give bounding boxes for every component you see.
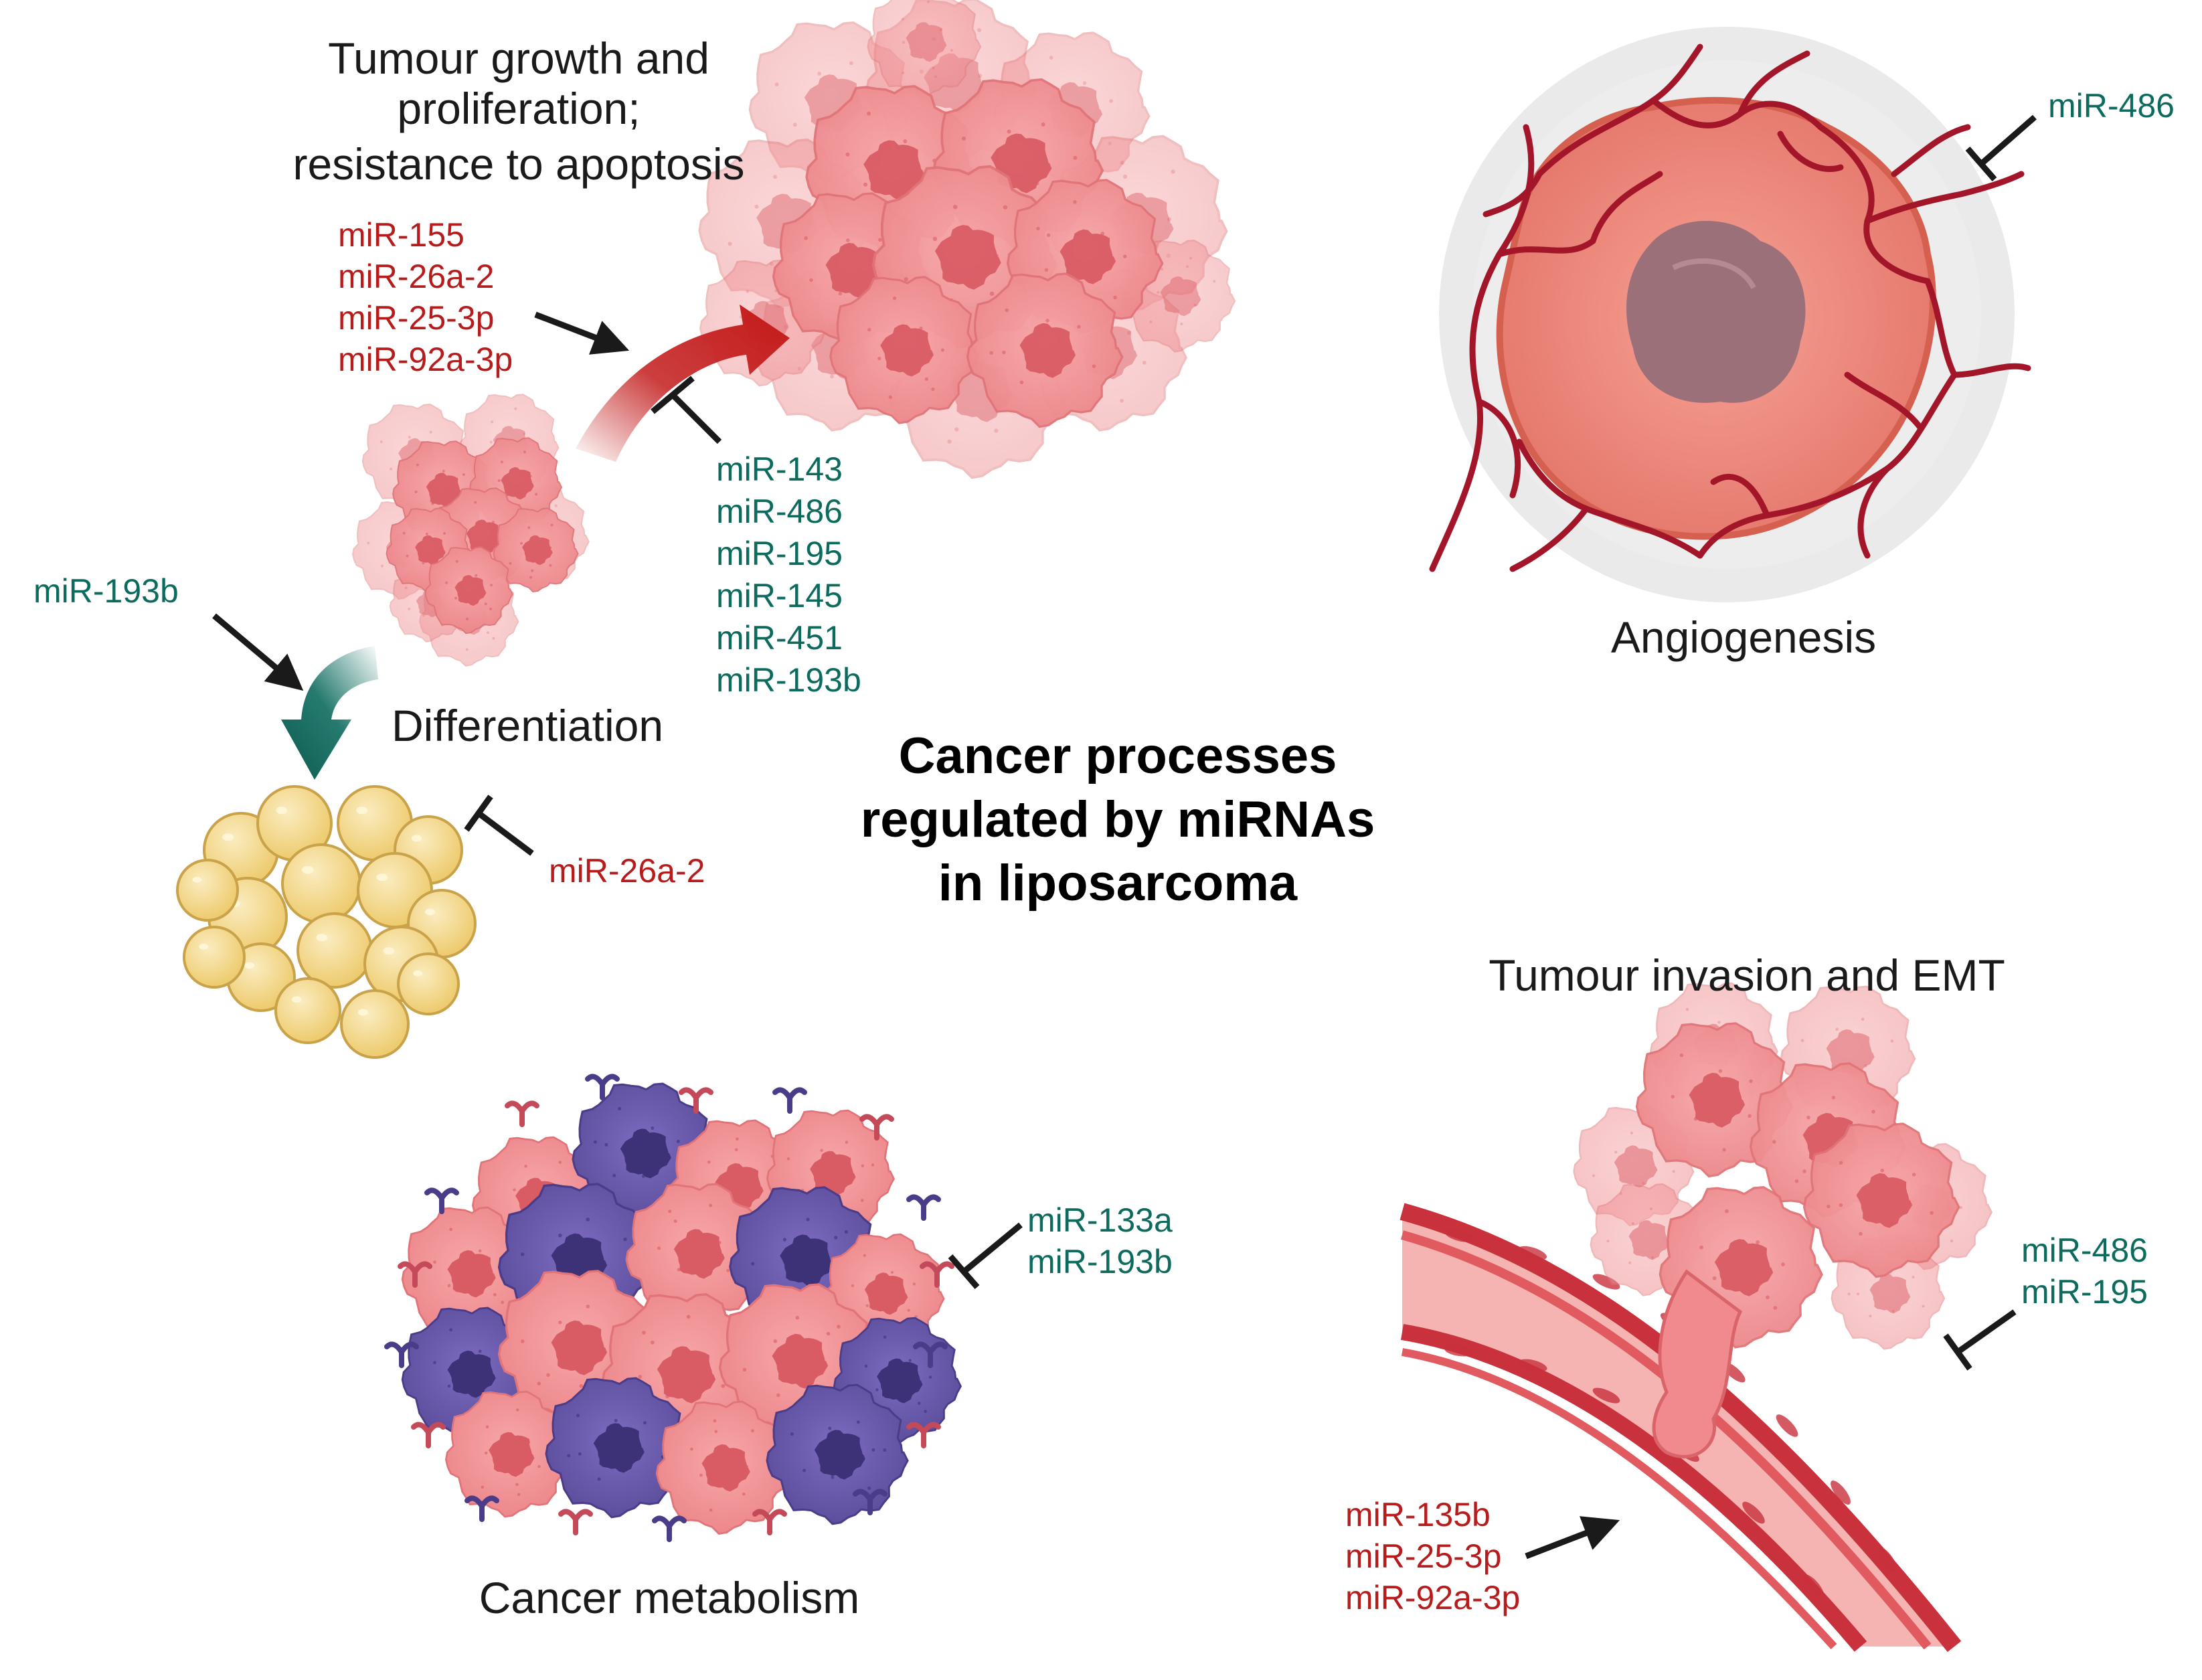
metabolism-inhibiting-mirna-list: miR-133a miR-193b — [1027, 1201, 1173, 1280]
mirna-label: miR-92a-3p — [1345, 1579, 1520, 1616]
mirna-label: miR-193b — [1027, 1243, 1173, 1280]
differentiation-promoting-mirna-list: miR-193b — [33, 572, 179, 610]
tumour-cluster-icon — [352, 394, 590, 667]
growth-promoting-mirna-list: miR-155 miR-26a-2 miR-25-3p miR-92a-3p — [338, 216, 513, 378]
growth-label-line1: Tumour growth and — [328, 33, 709, 83]
mirna-label: miR-26a-2 — [338, 258, 494, 295]
activation-arrow-icon — [534, 311, 630, 355]
angiogenesis-label: Angiogenesis — [1611, 612, 1876, 662]
invasion-inhibiting-mirna-list: miR-486 miR-195 — [2021, 1232, 2148, 1311]
invading-cell-cluster-icon — [1573, 982, 1993, 1458]
tumour-cluster-icon — [698, 0, 1236, 479]
inhibition-bar-icon — [948, 1222, 1023, 1289]
mirna-label: miR-193b — [33, 572, 179, 610]
metabolism-label: Cancer metabolism — [479, 1573, 860, 1622]
diagram-title-line2: regulated by miRNAs — [861, 791, 1375, 848]
vascularized-tumour-icon — [1429, 27, 2031, 602]
mirna-label: miR-193b — [716, 661, 861, 699]
mirna-label: miR-155 — [338, 216, 464, 254]
mirna-label: miR-133a — [1027, 1201, 1173, 1239]
invasion-label: Tumour invasion and EMT — [1489, 950, 2005, 1000]
mirna-label: miR-486 — [2021, 1232, 2148, 1269]
mirna-label: miR-25-3p — [338, 299, 494, 337]
mirna-label: miR-25-3p — [1345, 1537, 1501, 1575]
activation-arrow-icon — [576, 305, 790, 462]
mirna-label: miR-486 — [2048, 87, 2175, 124]
mirna-label: miR-486 — [716, 493, 843, 530]
activation-arrow-icon — [1525, 1516, 1620, 1560]
invasion-promoting-mirna-list: miR-135b miR-25-3p miR-92a-3p — [1345, 1496, 1520, 1616]
mirna-label: miR-195 — [2021, 1273, 2148, 1311]
mirna-label: miR-92a-3p — [338, 341, 513, 378]
mirna-label: miR-195 — [716, 535, 843, 572]
activation-arrow-icon — [212, 613, 304, 691]
growth-label-line3: resistance to apoptosis — [292, 139, 744, 189]
differentiation-label: Differentiation — [392, 701, 663, 750]
differentiation-inhibiting-mirna-list: miR-26a-2 — [549, 852, 705, 890]
mirna-label: miR-135b — [1345, 1496, 1491, 1533]
growth-inhibiting-mirna-list: miR-143 miR-486 miR-195 miR-145 miR-451 miR-1… — [716, 450, 861, 699]
mirna-label: miR-145 — [716, 577, 843, 614]
inhibition-bar-icon — [464, 794, 534, 856]
mixed-cell-cluster-icon — [384, 1074, 962, 1542]
adipocyte-cluster-icon — [176, 785, 477, 1059]
inhibition-bar-icon — [1965, 114, 2037, 181]
mirna-label: miR-26a-2 — [549, 852, 705, 890]
inhibition-bar-icon — [651, 375, 722, 444]
growth-label-line2: proliferation; — [397, 84, 640, 133]
mirna-label: miR-143 — [716, 450, 843, 488]
diagram-title-line1: Cancer processes — [899, 728, 1337, 784]
angiogenesis-inhibiting-mirna-list: miR-486 — [2048, 87, 2175, 124]
diagram-title-line3: in liposarcoma — [938, 855, 1298, 912]
inhibition-bar-icon — [1943, 1309, 2017, 1371]
activation-arrow-icon — [281, 646, 378, 780]
mirna-label: miR-451 — [716, 619, 843, 657]
